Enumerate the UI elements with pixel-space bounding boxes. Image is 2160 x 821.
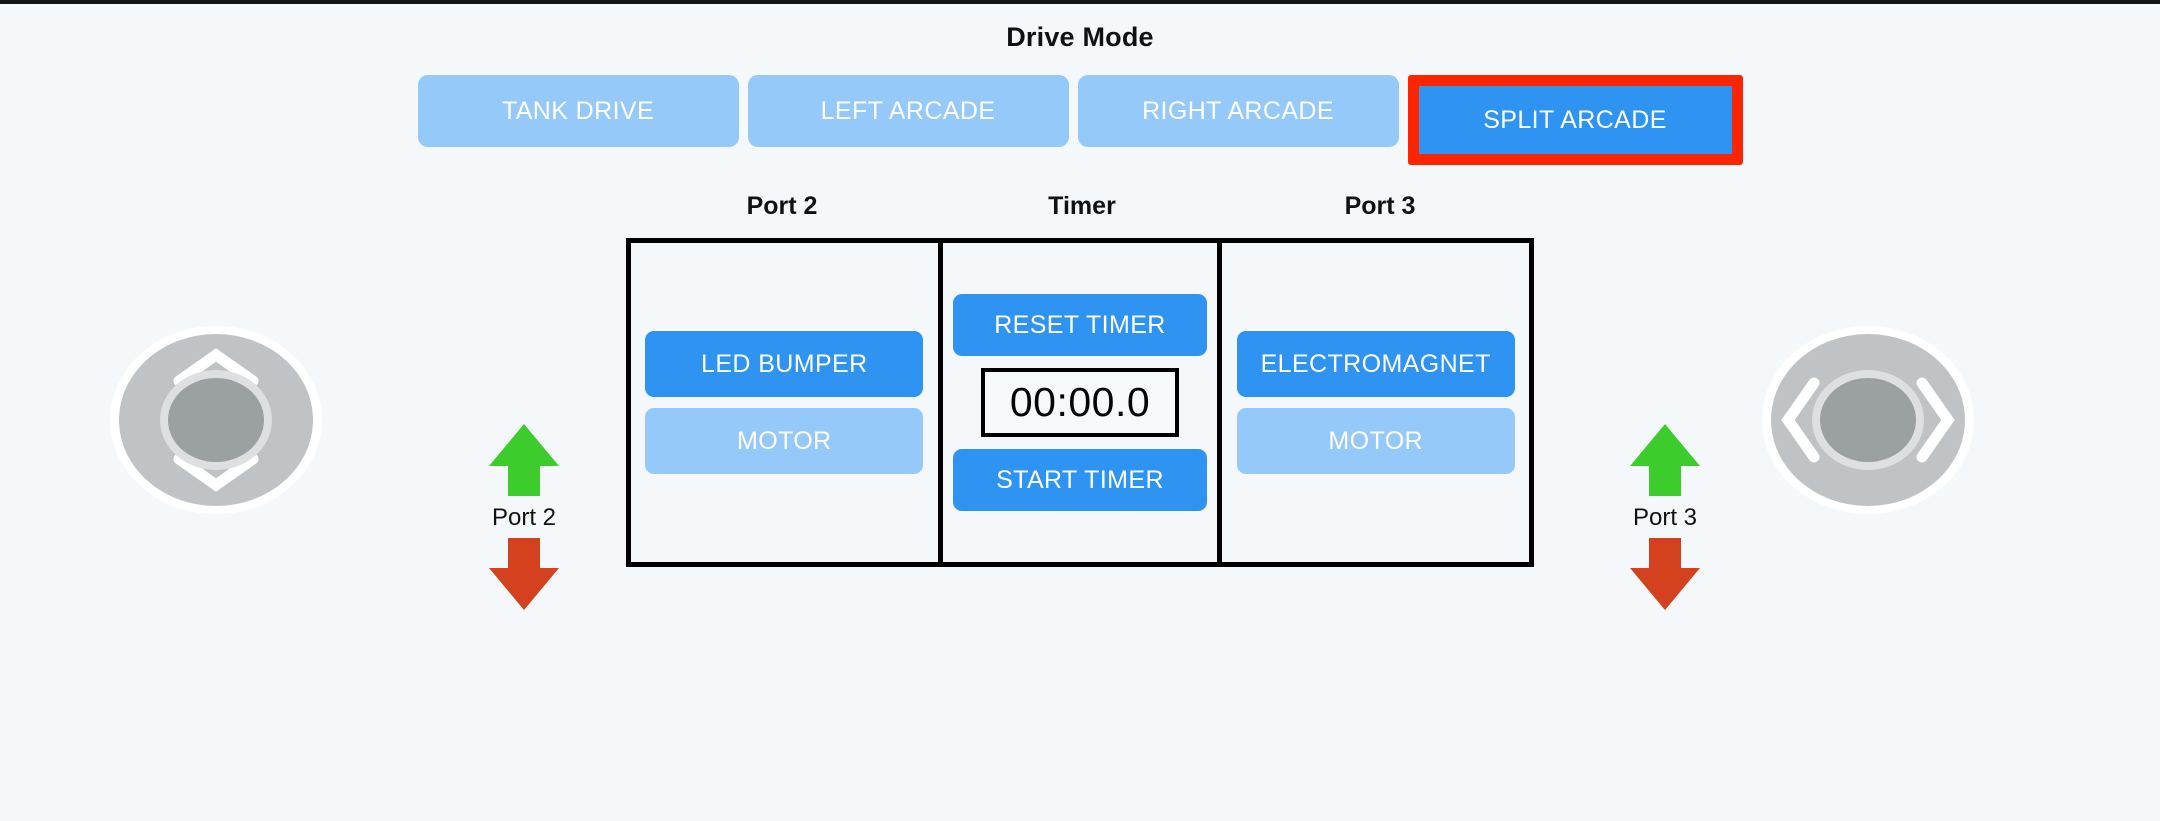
joystick-left-knob[interactable] xyxy=(168,378,264,462)
timer-column: RESET TIMER 00:00.0 START TIMER xyxy=(937,243,1223,562)
arrow-up-icon xyxy=(1630,424,1700,496)
drive-mode-button-left-arcade[interactable]: LEFT ARCADE xyxy=(747,75,1069,147)
panel-label-port2: Port 2 xyxy=(746,192,818,220)
control-panel: LED BUMPER MOTOR RESET TIMER 00:00.0 STA… xyxy=(626,238,1534,567)
port3-indicator-label: Port 3 xyxy=(1632,504,1698,531)
port2-column: LED BUMPER MOTOR xyxy=(631,243,938,562)
led-bumper-button[interactable]: LED BUMPER xyxy=(645,331,924,397)
joystick-left[interactable] xyxy=(110,326,322,514)
chevron-right-icon xyxy=(1916,377,1955,463)
drive-mode-button-group: TANK DRIVE LEFT ARCADE RIGHT ARCADE SPLI… xyxy=(0,75,2160,165)
reset-timer-button[interactable]: RESET TIMER xyxy=(953,294,1207,356)
electromagnet-button[interactable]: ELECTROMAGNET xyxy=(1236,331,1515,397)
arrow-down-icon xyxy=(1630,538,1700,610)
drive-mode-option-split-arcade-selected: SPLIT ARCADE xyxy=(1407,75,1743,165)
joystick-right[interactable] xyxy=(1762,326,1974,514)
panel-header-labels: Port 2 Timer Port 3 xyxy=(626,192,1534,221)
drive-mode-button-split-arcade[interactable]: SPLIT ARCADE xyxy=(1418,86,1732,154)
joystick-right-knob[interactable] xyxy=(1820,378,1916,462)
timer-display: 00:00.0 xyxy=(981,368,1179,437)
drive-mode-button-tank-drive[interactable]: TANK DRIVE xyxy=(417,75,739,147)
panel-label-port3: Port 3 xyxy=(1344,192,1416,220)
arrow-up-icon xyxy=(489,424,559,496)
chevron-down-icon xyxy=(173,453,259,492)
port3-column: ELECTROMAGNET MOTOR xyxy=(1222,243,1529,562)
port2-indicator: Port 2 xyxy=(459,422,589,612)
drive-mode-option-tank-drive: TANK DRIVE xyxy=(417,75,739,147)
drive-mode-option-right-arcade: RIGHT ARCADE xyxy=(1077,75,1399,147)
chevron-left-icon xyxy=(1781,377,1820,463)
drive-mode-option-left-arcade: LEFT ARCADE xyxy=(747,75,1069,147)
port2-indicator-label: Port 2 xyxy=(491,504,557,531)
chevron-up-icon xyxy=(173,348,259,387)
port2-motor-button[interactable]: MOTOR xyxy=(645,408,924,474)
port3-indicator: Port 3 xyxy=(1600,422,1730,612)
drive-mode-button-right-arcade[interactable]: RIGHT ARCADE xyxy=(1077,75,1399,147)
start-timer-button[interactable]: START TIMER xyxy=(953,449,1207,511)
page-title: Drive Mode xyxy=(1006,22,1154,52)
panel-label-timer: Timer xyxy=(1048,192,1116,220)
arrow-down-icon xyxy=(489,538,559,610)
port3-motor-button[interactable]: MOTOR xyxy=(1236,408,1515,474)
